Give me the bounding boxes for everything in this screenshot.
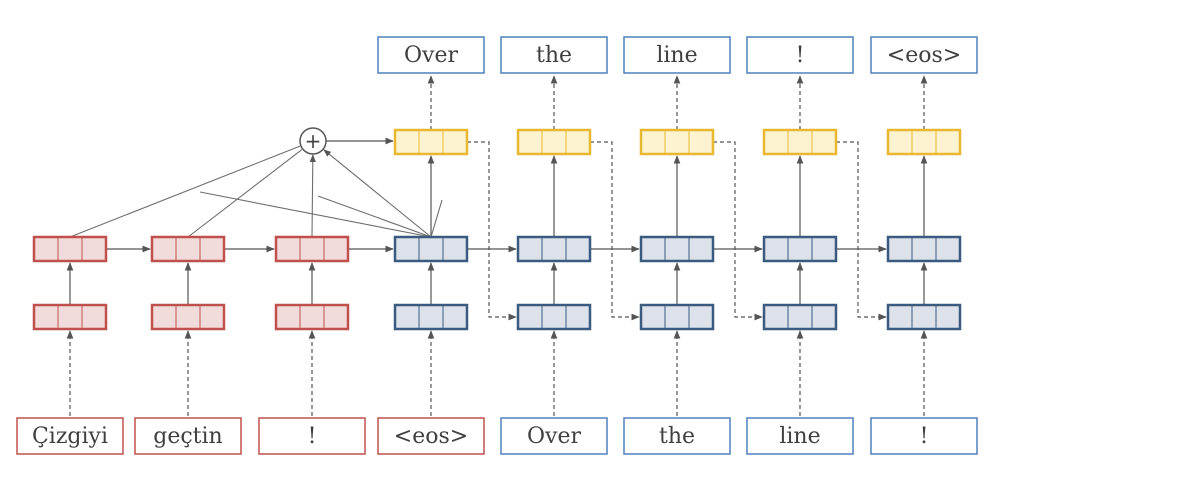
output-word-2: line	[623, 36, 731, 74]
attention-line-3	[323, 149, 432, 238]
score-line-1	[317, 195, 432, 238]
decoder-top-cell-3	[762, 235, 838, 263]
score-line-2	[430, 199, 443, 238]
sum-node: +	[299, 127, 327, 155]
decoder-top-cell-1	[516, 235, 592, 263]
decoder-bottom-cell-0	[393, 303, 469, 331]
encoder-bottom-cell-0	[32, 303, 108, 331]
output-word-1: the	[500, 36, 608, 74]
source-word-2: !	[258, 417, 366, 455]
decoder-input-word-2: line	[746, 417, 854, 455]
feedback-arrow-3	[836, 141, 887, 321]
feedback-arrow-2	[713, 141, 763, 321]
decoder-input-word-0-label: Over	[527, 424, 581, 449]
decoder-input-word-3-label: !	[920, 424, 929, 449]
output-word-4: <eos>	[870, 36, 978, 74]
score-line-0	[199, 191, 432, 238]
source-word-0-label: Çizgiyi	[32, 424, 108, 449]
sum-symbol: +	[305, 129, 322, 153]
source-word-1: geçtin	[134, 417, 242, 455]
output-word-3-label: !	[796, 43, 805, 68]
decoder-top-cell-2	[639, 235, 715, 263]
encoder-bottom-cell-2	[274, 303, 350, 331]
decoder-top-cell-0	[393, 235, 469, 263]
output-cell-3	[762, 128, 838, 156]
output-cell-0	[393, 128, 469, 156]
decoder-bottom-cell-4	[886, 303, 962, 331]
feedback-arrow-1	[590, 141, 640, 321]
output-word-0: Over	[377, 36, 485, 74]
attention-line-2	[309, 154, 316, 238]
encoder-top-cell-1	[150, 235, 226, 263]
output-cell-1	[516, 128, 592, 156]
source-word-1-label: geçtin	[153, 424, 222, 449]
attention-line-0	[69, 145, 301, 238]
output-word-3: !	[746, 36, 854, 74]
source-word-3-label: <eos>	[394, 424, 468, 449]
output-cell-4	[886, 128, 962, 156]
decoder-bottom-cell-3	[762, 303, 838, 331]
decoder-input-word-0: Over	[500, 417, 608, 455]
output-cell-2	[639, 128, 715, 156]
decoder-bottom-cell-1	[516, 303, 592, 331]
output-word-2-label: line	[656, 43, 697, 68]
source-word-3: <eos>	[377, 417, 485, 455]
decoder-top-cell-4	[886, 235, 962, 263]
source-word-0: Çizgiyi	[16, 417, 124, 455]
output-word-4-label: <eos>	[887, 43, 961, 68]
decoder-input-word-1-label: the	[659, 424, 695, 449]
output-word-0-label: Over	[404, 43, 458, 68]
output-word-1-label: the	[536, 43, 572, 68]
decoder-input-word-3: !	[870, 417, 978, 455]
attention-line-1	[187, 149, 303, 238]
source-word-2-label: !	[308, 424, 317, 449]
feedback-arrow-0	[467, 141, 517, 321]
encoder-bottom-cell-1	[150, 303, 226, 331]
decoder-input-word-1: the	[623, 417, 731, 455]
encoder-top-cell-0	[32, 235, 108, 263]
decoder-bottom-cell-2	[639, 303, 715, 331]
encoder-top-cell-2	[274, 235, 350, 263]
decoder-input-word-2-label: line	[779, 424, 820, 449]
